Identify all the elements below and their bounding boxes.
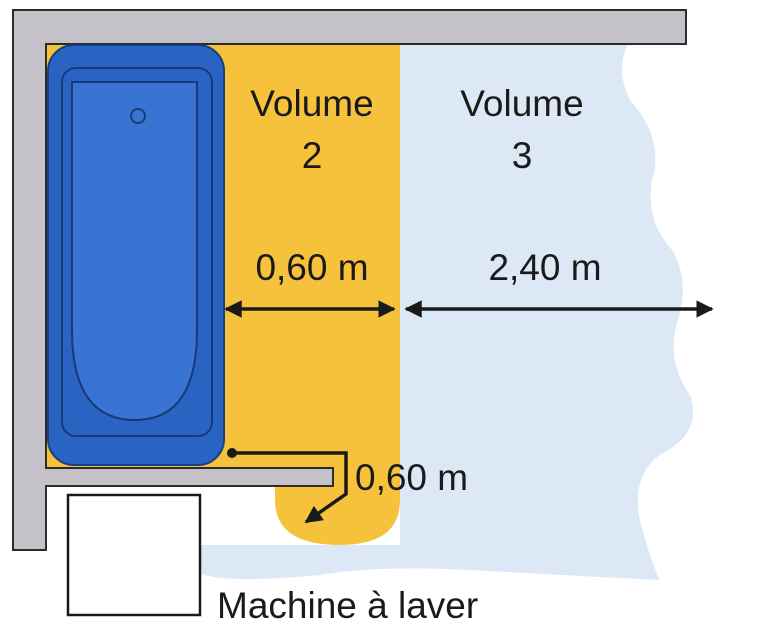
dim-bath-end: 0,60 m: [355, 457, 468, 498]
volume2-word: Volume: [250, 83, 373, 124]
volume3-word: Volume: [460, 83, 583, 124]
washing-machine-box: [66, 493, 202, 617]
volume3-number: 3: [512, 135, 533, 176]
drain-icon: [130, 108, 146, 124]
arrow-bath-end: [227, 448, 348, 524]
dim-volume3-width: 2,40 m: [488, 247, 601, 288]
dim-volume2-width: 0,60 m: [255, 247, 368, 288]
bathtub-icon: [47, 44, 225, 466]
volume2-number: 2: [302, 135, 323, 176]
washing-machine-label: Machine à laver: [217, 585, 478, 626]
wall: [12, 9, 687, 551]
